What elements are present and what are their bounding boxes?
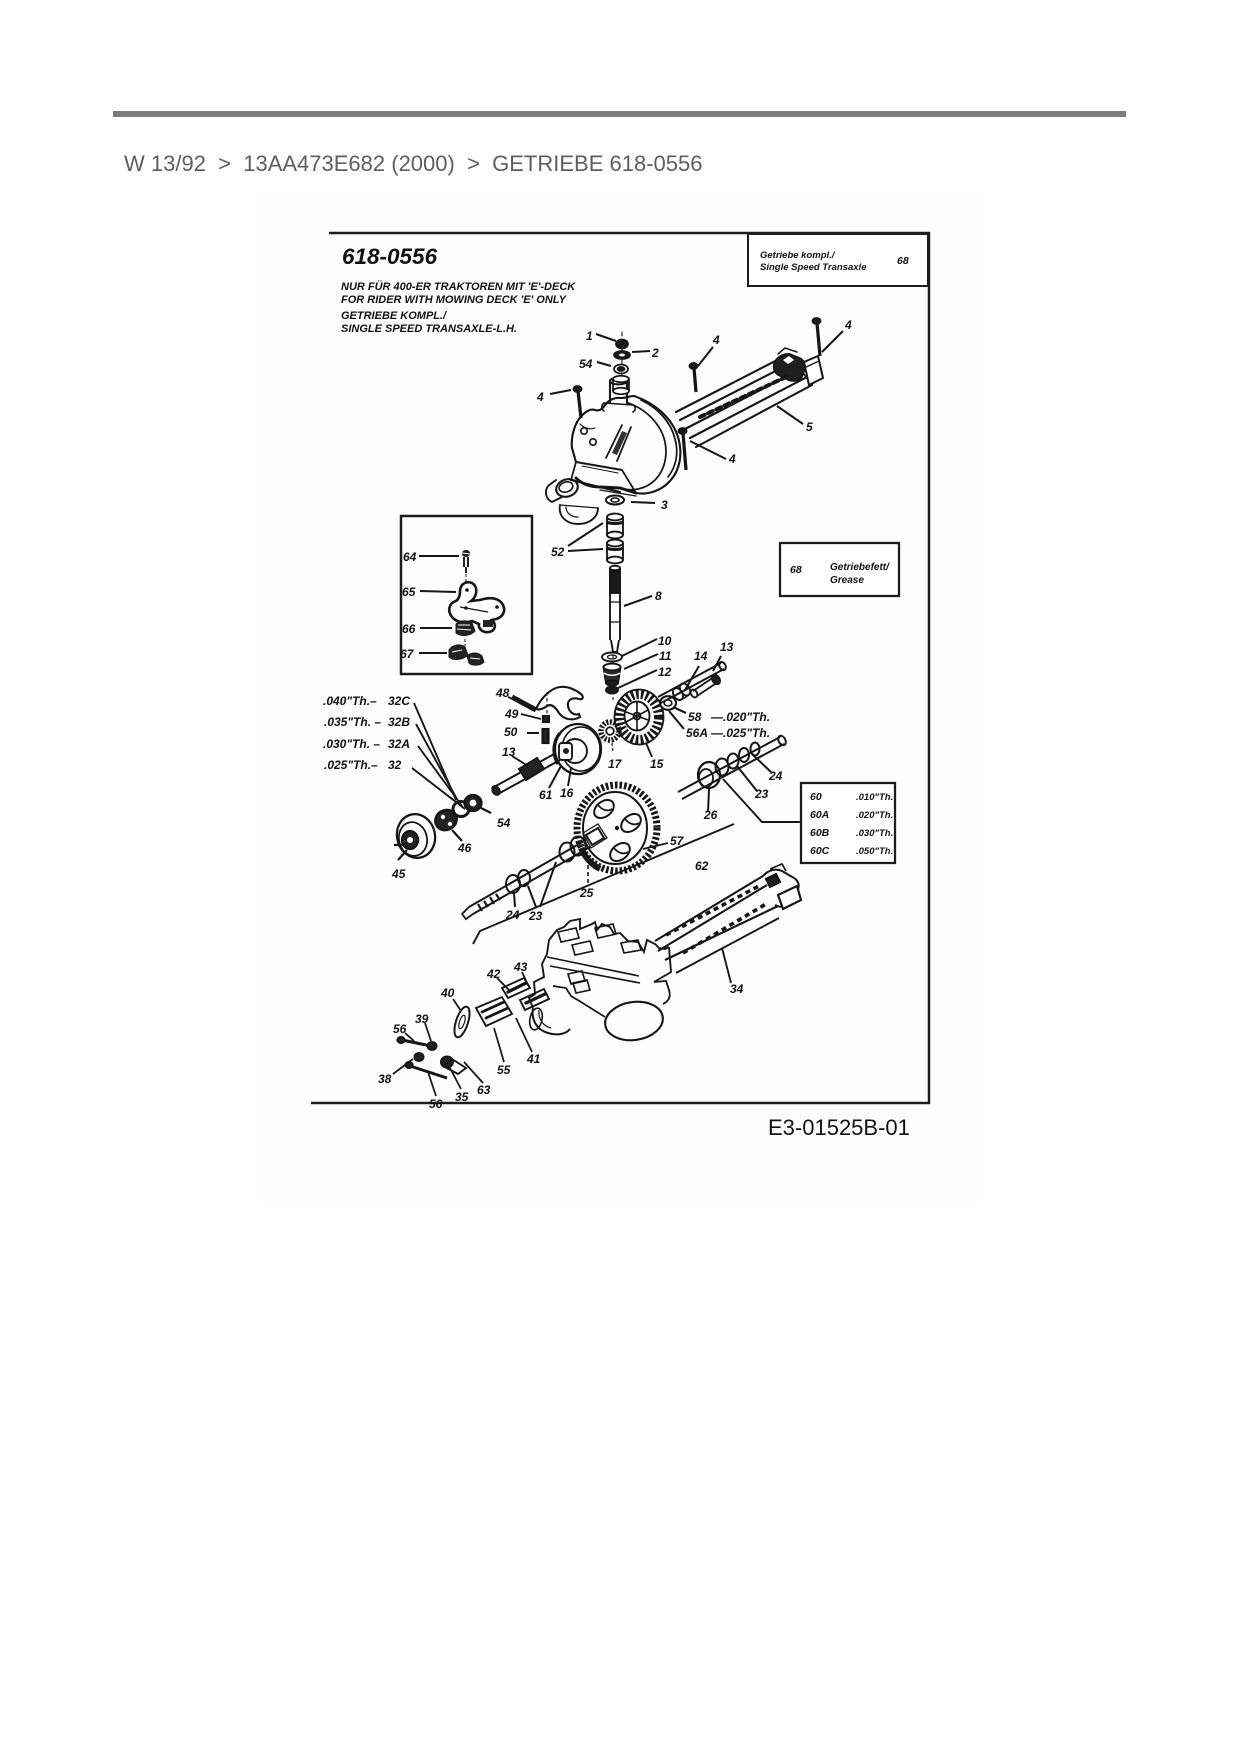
svg-text:13: 13 bbox=[502, 745, 516, 759]
svg-text:62: 62 bbox=[695, 859, 709, 873]
svg-text:Getriebe kompl./: Getriebe kompl./ bbox=[760, 250, 836, 261]
svg-text:3: 3 bbox=[661, 498, 668, 512]
svg-text:16: 16 bbox=[560, 786, 574, 800]
svg-text:15: 15 bbox=[650, 757, 664, 771]
svg-text:41: 41 bbox=[526, 1052, 541, 1066]
svg-text:5: 5 bbox=[806, 420, 813, 434]
svg-text:.010"Th.: .010"Th. bbox=[856, 792, 893, 803]
svg-text:50: 50 bbox=[504, 725, 518, 739]
svg-text:Grease: Grease bbox=[830, 575, 864, 586]
svg-text:FOR RIDER WITH MOWING DECK 'E': FOR RIDER WITH MOWING DECK 'E' ONLY bbox=[341, 294, 568, 306]
svg-text:E3-01525B-01: E3-01525B-01 bbox=[768, 1115, 910, 1140]
svg-text:58: 58 bbox=[688, 710, 702, 724]
svg-text:11: 11 bbox=[659, 649, 672, 663]
svg-text:34: 34 bbox=[730, 982, 744, 996]
svg-text:54: 54 bbox=[497, 816, 511, 830]
svg-text:60B: 60B bbox=[810, 827, 830, 839]
svg-text:68: 68 bbox=[897, 255, 909, 267]
svg-text:67: 67 bbox=[400, 647, 415, 661]
svg-text:—.025"Th.: —.025"Th. bbox=[710, 726, 770, 740]
svg-text:1: 1 bbox=[586, 329, 593, 343]
svg-text:55: 55 bbox=[497, 1063, 511, 1077]
svg-text:12: 12 bbox=[658, 665, 672, 679]
svg-text:56: 56 bbox=[429, 1097, 443, 1111]
svg-text:40: 40 bbox=[440, 986, 455, 1000]
svg-text:60: 60 bbox=[810, 791, 822, 803]
svg-text:49: 49 bbox=[504, 707, 519, 721]
svg-text:NUR FÜR 400-ER TRAKTOREN MIT ': NUR FÜR 400-ER TRAKTOREN MIT 'E'-DECK bbox=[341, 280, 576, 293]
svg-text:SINGLE SPEED TRANSAXLE-L.H.: SINGLE SPEED TRANSAXLE-L.H. bbox=[341, 323, 517, 335]
svg-text:17: 17 bbox=[608, 757, 623, 771]
svg-text:61: 61 bbox=[539, 788, 553, 802]
svg-text:4: 4 bbox=[712, 333, 720, 347]
svg-text:13: 13 bbox=[720, 640, 734, 654]
svg-text:32: 32 bbox=[388, 758, 402, 772]
svg-text:64: 64 bbox=[403, 550, 417, 564]
svg-text:48: 48 bbox=[495, 686, 510, 700]
svg-text:Getriebefett/: Getriebefett/ bbox=[830, 562, 890, 573]
svg-text:54: 54 bbox=[579, 357, 593, 371]
svg-text:8: 8 bbox=[655, 589, 662, 603]
svg-text:4: 4 bbox=[844, 318, 852, 332]
svg-text:66: 66 bbox=[402, 622, 416, 636]
svg-text:24: 24 bbox=[768, 769, 783, 783]
svg-text:63: 63 bbox=[477, 1083, 491, 1097]
svg-text:39: 39 bbox=[415, 1012, 429, 1026]
svg-text:.025"Th.–: .025"Th.– bbox=[324, 758, 378, 772]
svg-text:—.020"Th.: —.020"Th. bbox=[710, 710, 770, 724]
svg-text:14: 14 bbox=[694, 649, 708, 663]
svg-text:23: 23 bbox=[754, 787, 769, 801]
svg-text:10: 10 bbox=[658, 634, 672, 648]
svg-text:38: 38 bbox=[378, 1072, 392, 1086]
svg-text:32B: 32B bbox=[388, 715, 410, 729]
svg-text:56A: 56A bbox=[686, 726, 708, 740]
svg-text:.035"Th. –: .035"Th. – bbox=[324, 715, 381, 729]
svg-text:65: 65 bbox=[402, 585, 416, 599]
svg-text:52: 52 bbox=[551, 545, 565, 559]
svg-text:35: 35 bbox=[455, 1090, 469, 1104]
svg-text:.030"Th. –: .030"Th. – bbox=[323, 737, 380, 751]
svg-text:Single Speed Transaxle: Single Speed Transaxle bbox=[760, 262, 867, 273]
svg-text:32C: 32C bbox=[388, 694, 410, 708]
svg-text:43: 43 bbox=[513, 960, 528, 974]
svg-text:4: 4 bbox=[536, 390, 544, 404]
svg-text:23: 23 bbox=[528, 909, 543, 923]
svg-text:45: 45 bbox=[391, 867, 406, 881]
svg-text:46: 46 bbox=[457, 841, 472, 855]
svg-text:.040"Th.–: .040"Th.– bbox=[323, 694, 377, 708]
svg-text:68: 68 bbox=[790, 564, 802, 576]
svg-text:26: 26 bbox=[703, 808, 718, 822]
svg-text:.020"Th.: .020"Th. bbox=[856, 810, 893, 821]
svg-text:25: 25 bbox=[579, 886, 594, 900]
svg-text:GETRIEBE KOMPL./: GETRIEBE KOMPL./ bbox=[341, 310, 448, 322]
svg-text:618-0556: 618-0556 bbox=[342, 244, 438, 269]
svg-text:60A: 60A bbox=[810, 809, 829, 821]
svg-text:60C: 60C bbox=[810, 845, 830, 857]
svg-text:4: 4 bbox=[728, 452, 736, 466]
svg-text:56: 56 bbox=[393, 1022, 407, 1036]
svg-text:57: 57 bbox=[670, 834, 685, 848]
svg-text:2: 2 bbox=[651, 346, 659, 360]
svg-text:.030"Th.: .030"Th. bbox=[856, 828, 893, 839]
svg-text:.050"Th.: .050"Th. bbox=[856, 846, 893, 857]
svg-text:32A: 32A bbox=[388, 737, 410, 751]
svg-text:42: 42 bbox=[486, 967, 501, 981]
